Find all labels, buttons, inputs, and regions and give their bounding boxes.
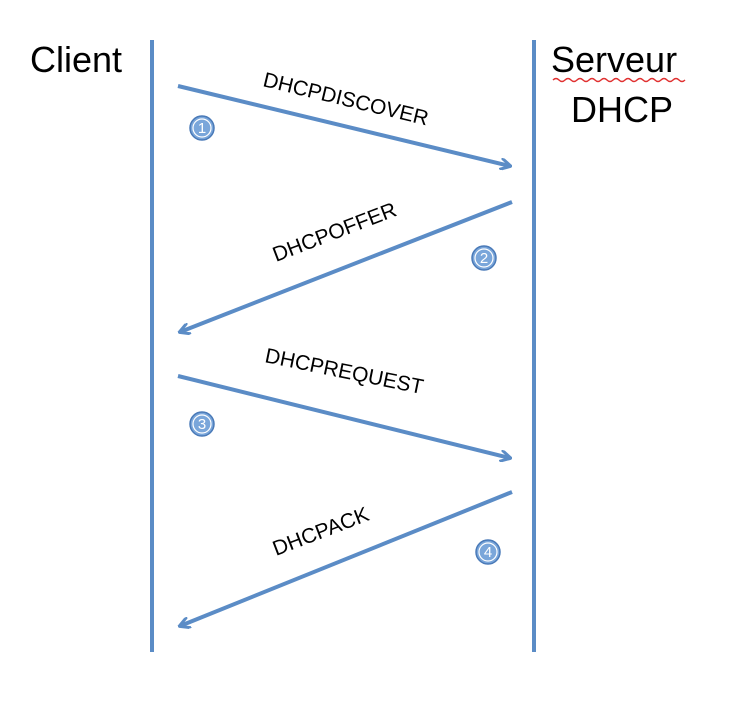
arrow-dhcpack [180, 490, 513, 626]
arrow-dhcprequest [177, 374, 510, 458]
step-badge-2: 2 [471, 245, 497, 271]
spellcheck-underline [552, 77, 686, 83]
label-dhcpack: DHCPACK [270, 503, 373, 561]
step-number-3: 3 [198, 416, 206, 433]
client-heading: Client [30, 39, 122, 80]
step-number-4: 4 [484, 544, 492, 561]
step-badge-1: 1 [189, 115, 215, 141]
step-badge-4: 4 [475, 539, 501, 565]
label-dhcpdiscover: DHCPDISCOVER [261, 68, 431, 130]
label-dhcprequest: DHCPREQUEST [263, 344, 426, 399]
step-badge-3: 3 [189, 411, 215, 437]
step-number-2: 2 [480, 250, 488, 267]
step-number-1: 1 [198, 120, 206, 137]
arrow-dhcpdiscover [177, 84, 510, 166]
server-heading-line2: DHCP [571, 89, 673, 130]
label-dhcpoffer: DHCPOFFER [270, 198, 400, 266]
server-heading-line1: Serveur [551, 39, 677, 80]
arrow-dhcpoffer [180, 200, 513, 332]
